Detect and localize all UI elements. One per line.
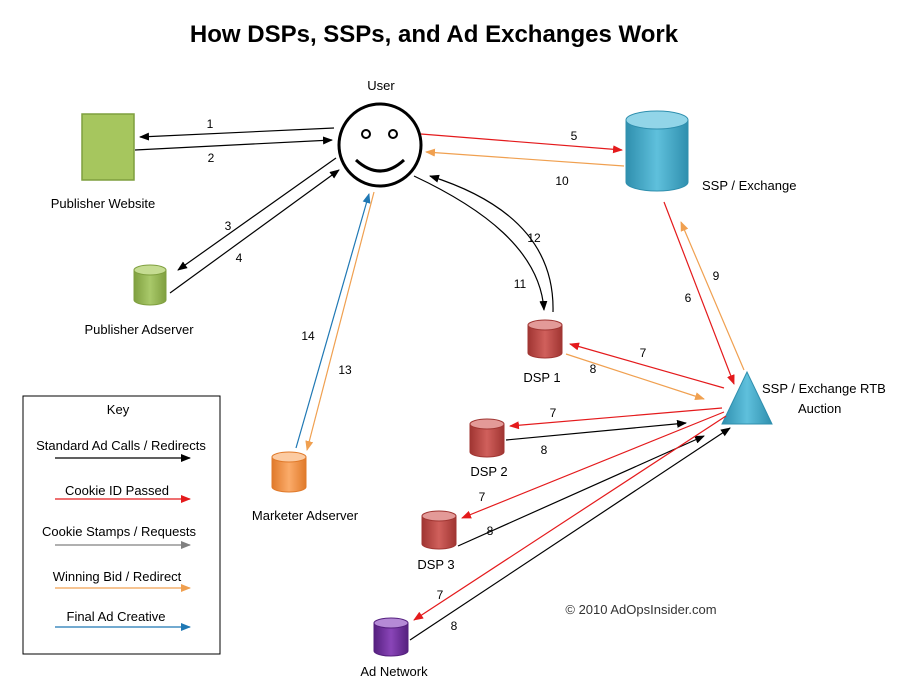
arrow-step-7-ad-network: [413, 415, 727, 621]
legend-item-label: Winning Bid / Redirect: [53, 569, 182, 584]
ssp-exchange-node: [625, 110, 689, 192]
step-8-dsp3-label: 8: [487, 524, 494, 538]
database-icon: [527, 325, 563, 359]
step-7-ad-network-label: 7: [437, 588, 444, 602]
arrow-step-13: [305, 191, 375, 451]
arrow-step-10: [425, 148, 625, 167]
triangle-icon: [721, 370, 773, 425]
publisher-website-node: [81, 113, 135, 181]
legend-box: Key Standard Ad Calls / Redirects Cookie…: [22, 395, 221, 655]
arrow-step-8-ad-network: [409, 427, 731, 641]
step-13-label: 13: [338, 363, 352, 377]
publisher-website-label: Publisher Website: [51, 196, 156, 211]
arrow-step-7-dsp2: [509, 407, 723, 430]
arrow-step-8-dsp2: [505, 419, 687, 441]
step-2-label: 2: [208, 151, 215, 165]
arrow-step-3: [177, 157, 337, 271]
database-icon: [421, 516, 457, 550]
arrow-step-4: [169, 169, 340, 294]
step-7-dsp3-label: 7: [479, 490, 486, 504]
database-top: [527, 319, 563, 331]
marketer-adserver-node: [271, 451, 307, 493]
arrow-step-14: [295, 193, 371, 449]
copyright-notice: © 2010 AdOpsInsider.com: [565, 602, 716, 617]
database-top: [133, 264, 167, 276]
database-icon: [271, 457, 307, 493]
arrow-step-8-dsp3: [457, 435, 705, 547]
marketer-adserver-label: Marketer Adserver: [252, 508, 359, 523]
step-9-label: 9: [713, 269, 720, 283]
step-14-label: 14: [301, 329, 315, 343]
step-10-label: 10: [555, 174, 569, 188]
smiley-left-eye: [361, 129, 371, 139]
page-title: How DSPs, SSPs, and Ad Exchanges Work: [190, 21, 679, 48]
user-node: [337, 102, 423, 188]
database-icon: [373, 623, 409, 657]
arrow-step-12: [429, 174, 554, 313]
rtb-auction-node: [721, 370, 773, 425]
database-top: [373, 617, 409, 629]
arrow-step-6: [663, 201, 735, 385]
document-icon: [81, 113, 135, 181]
arrow-step-11: [413, 175, 548, 311]
database-top: [625, 110, 689, 130]
publisher-adserver-node: [133, 264, 167, 306]
ad-network-label: Ad Network: [360, 664, 428, 679]
rtb-auction-label-line1: SSP / Exchange RTB: [762, 381, 886, 396]
legend-item-label: Standard Ad Calls / Redirects: [36, 438, 206, 453]
step-12-label: 12: [527, 231, 541, 245]
dsp1-node: [527, 319, 563, 359]
arrow-step-7-dsp3: [461, 411, 725, 519]
ssp-exchange-label: SSP / Exchange: [702, 178, 796, 193]
smiley-right-eye: [388, 129, 398, 139]
legend-title: Key: [107, 402, 130, 417]
database-top: [421, 510, 457, 522]
step-1-label: 1: [207, 117, 214, 131]
database-icon: [625, 120, 689, 192]
legend-item-label: Cookie ID Passed: [65, 483, 169, 498]
step-4-label: 4: [236, 251, 243, 265]
database-icon: [469, 424, 505, 458]
legend-frame: [22, 395, 221, 655]
step-7-dsp1-label: 7: [640, 346, 647, 360]
step-8-ad-network-label: 8: [451, 619, 458, 633]
rtb-auction-label-line2: Auction: [798, 401, 841, 416]
database-top: [271, 451, 307, 463]
arrow-step-1: [139, 127, 335, 141]
step-6-label: 6: [685, 291, 692, 305]
step-5-label: 5: [571, 129, 578, 143]
ad-network-node: [373, 617, 409, 657]
step-8-dsp1-label: 8: [590, 362, 597, 376]
arrow-step-2: [134, 136, 333, 151]
dsp2-node: [469, 418, 505, 458]
step-3-label: 3: [225, 219, 232, 233]
step-7-dsp2-label: 7: [550, 406, 557, 420]
arrow-step-5: [420, 133, 623, 154]
publisher-adserver-label: Publisher Adserver: [84, 322, 194, 337]
legend-item-label: Cookie Stamps / Requests: [42, 524, 196, 539]
dsp1-label: DSP 1: [523, 370, 560, 385]
step-8-dsp2-label: 8: [541, 443, 548, 457]
legend-item-label: Final Ad Creative: [67, 609, 166, 624]
arrow-step-9: [680, 221, 745, 371]
database-icon: [133, 270, 167, 306]
smiley-mouth: [354, 158, 406, 173]
step-11-label: 11: [514, 277, 527, 291]
arrow-step-8-dsp1: [565, 353, 705, 401]
dsp2-label: DSP 2: [470, 464, 507, 479]
arrow-step-7-dsp1: [569, 342, 725, 389]
dsp3-node: [421, 510, 457, 550]
dsp3-label: DSP 3: [417, 557, 454, 572]
smiley-face-icon: [337, 102, 423, 188]
user-label: User: [367, 78, 395, 93]
database-top: [469, 418, 505, 430]
